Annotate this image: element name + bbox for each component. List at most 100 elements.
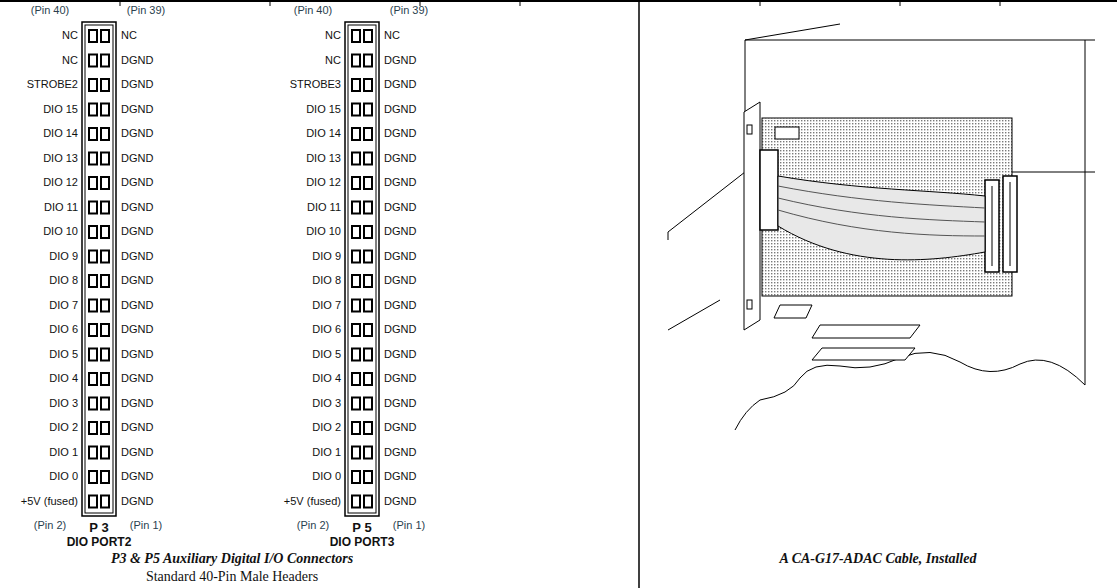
signal-name: DGND (384, 446, 416, 459)
signal-name: DGND (121, 103, 153, 116)
signal-name: DIO 11 (307, 201, 341, 214)
signal-name: DIO 3 (49, 397, 78, 410)
signal-name: DIO 12 (43, 176, 78, 189)
signal-name: DIO 13 (43, 152, 78, 165)
pin (364, 153, 372, 165)
pin (101, 471, 109, 483)
signal-name: DIO 8 (312, 274, 341, 287)
signal-name: DIO 15 (306, 103, 341, 116)
pin (352, 398, 360, 410)
pin (101, 422, 109, 434)
pin (89, 373, 97, 385)
pin-number: (Pin 1) (393, 519, 425, 532)
pin (101, 324, 109, 336)
signal-name: DGND (384, 274, 416, 287)
signal-name: DIO 3 (312, 397, 341, 410)
signal-name: DGND (384, 152, 416, 165)
pin (352, 447, 360, 459)
signal-name: NC (325, 29, 341, 42)
signal-name: DIO 12 (306, 176, 341, 189)
pin (352, 30, 360, 42)
pin (101, 128, 109, 140)
pin (364, 300, 372, 312)
pin (364, 202, 372, 214)
signal-name: DGND (121, 323, 153, 336)
signal-name: DGND (121, 225, 153, 238)
signal-name: DGND (121, 495, 153, 508)
connector-name: P 5 (352, 520, 371, 535)
pin-header (345, 22, 379, 516)
signal-name: DGND (121, 78, 153, 91)
pin (352, 373, 360, 385)
computer-case (668, 24, 1095, 430)
pin (101, 373, 109, 385)
signal-name: DIO 11 (44, 201, 78, 214)
signal-name: DIO 10 (306, 225, 341, 238)
signal-name: DIO 7 (312, 299, 341, 312)
pin (101, 153, 109, 165)
port-name: DIO PORT2 (67, 535, 132, 549)
signal-name: DIO 13 (306, 152, 341, 165)
pin (364, 398, 372, 410)
signal-name: DIO 0 (49, 470, 78, 483)
signal-name: DIO 4 (312, 372, 341, 385)
motherboard-slots (774, 305, 920, 360)
signal-name: DGND (121, 299, 153, 312)
signal-name: DIO 9 (312, 250, 341, 263)
pin-number: (Pin 39) (390, 4, 429, 17)
pin (364, 177, 372, 189)
pin-number: (Pin 2) (297, 519, 329, 532)
signal-name: DGND (121, 201, 153, 214)
pin (352, 153, 360, 165)
pin (89, 251, 97, 263)
signal-name: DGND (384, 397, 416, 410)
pin (89, 79, 97, 91)
pin (352, 324, 360, 336)
pin (352, 128, 360, 140)
signal-name: DGND (121, 54, 153, 67)
signal-name: NC (325, 54, 341, 67)
signal-name: DGND (384, 372, 416, 385)
signal-name: DGND (121, 274, 153, 287)
pin (89, 447, 97, 459)
signal-name: DGND (121, 397, 153, 410)
signal-name: DGND (121, 348, 153, 361)
signal-name: +5V (fused) (284, 495, 341, 508)
pin (89, 300, 97, 312)
signal-name: DIO 5 (49, 348, 78, 361)
bracket (744, 102, 760, 330)
pin (364, 422, 372, 434)
pin (352, 55, 360, 67)
signal-name: DGND (384, 127, 416, 140)
pin (101, 447, 109, 459)
signal-name: DGND (384, 225, 416, 238)
signal-name: DIO 0 (312, 470, 341, 483)
pin (364, 30, 372, 42)
pin (364, 471, 372, 483)
pin (352, 226, 360, 238)
signal-name: DGND (384, 495, 416, 508)
signal-name: DGND (121, 372, 153, 385)
signal-name: NC (62, 54, 78, 67)
pin (89, 104, 97, 116)
pin (364, 496, 372, 508)
pin-number: (Pin 40) (31, 4, 70, 17)
pin (89, 496, 97, 508)
pin (352, 104, 360, 116)
pin (364, 275, 372, 287)
pin (101, 79, 109, 91)
pin (352, 79, 360, 91)
signal-name: DGND (384, 103, 416, 116)
pin (364, 373, 372, 385)
signal-name: DIO 9 (49, 250, 78, 263)
signal-name: DGND (384, 470, 416, 483)
signal-name: DIO 4 (49, 372, 78, 385)
adapter-card (760, 118, 1017, 296)
signal-name: DGND (121, 127, 153, 140)
pin (364, 55, 372, 67)
pin (364, 79, 372, 91)
signal-name: DIO 14 (306, 127, 341, 140)
signal-name: DGND (384, 78, 416, 91)
pin (89, 202, 97, 214)
